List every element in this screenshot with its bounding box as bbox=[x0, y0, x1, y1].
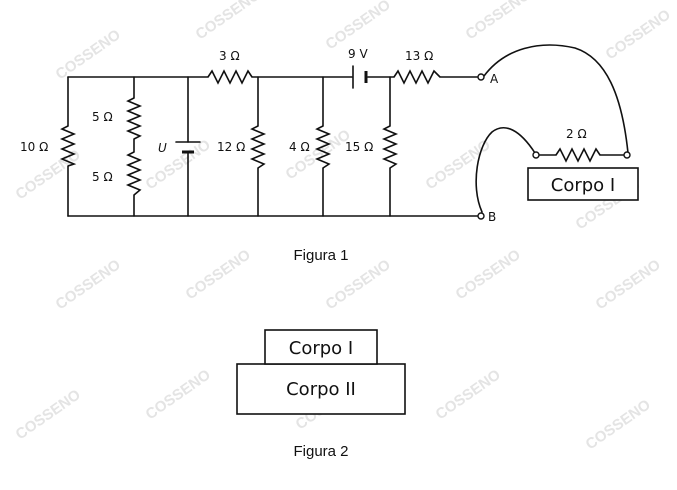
corpo-i-label-fig2: Corpo I bbox=[289, 338, 353, 359]
resistor-2-ohm bbox=[555, 147, 601, 163]
watermark-text: COSSENO bbox=[583, 396, 654, 453]
resistor-15-ohm bbox=[381, 125, 399, 169]
watermark-text: COSSENO bbox=[53, 26, 124, 83]
resistor-5-ohm-bottom bbox=[125, 151, 143, 196]
watermark-text: COSSENO bbox=[283, 126, 354, 183]
label-terminal-b: B bbox=[488, 210, 496, 224]
resistor-2-ohm-right-node bbox=[623, 151, 631, 159]
label-u: U bbox=[158, 141, 167, 155]
label-4-ohm: 4 Ω bbox=[289, 140, 310, 154]
label-15-ohm: 15 Ω bbox=[345, 140, 373, 154]
watermark-text: COSSENO bbox=[323, 256, 394, 313]
resistor-4-ohm bbox=[314, 125, 332, 169]
watermark-text: COSSENO bbox=[463, 0, 534, 43]
watermark-text: COSSENO bbox=[143, 366, 214, 423]
resistor-10-ohm bbox=[59, 125, 77, 167]
label-5-ohm-bottom: 5 Ω bbox=[92, 170, 113, 184]
watermark-text: COSSENO bbox=[193, 0, 264, 43]
label-10-ohm: 10 Ω bbox=[20, 140, 48, 154]
watermark-text: COSSENO bbox=[433, 366, 504, 423]
watermark-text: COSSENO bbox=[183, 246, 254, 303]
battery-u-symbol bbox=[175, 141, 201, 154]
corpo-i-label-fig1: Corpo I bbox=[551, 175, 615, 196]
label-2-ohm: 2 Ω bbox=[566, 127, 587, 141]
circuit-wires bbox=[67, 44, 629, 217]
resistor-13-ohm bbox=[393, 69, 441, 85]
figure-2-caption: Figura 2 bbox=[293, 443, 348, 460]
resistor-12-ohm bbox=[249, 125, 267, 169]
terminal-b-node bbox=[477, 212, 485, 220]
battery-9v-symbol bbox=[352, 65, 368, 89]
watermark-text: COSSENO bbox=[143, 136, 214, 193]
resistor-5-ohm-top bbox=[125, 97, 143, 140]
corpo-ii-box bbox=[236, 363, 406, 415]
corpo-ii-label: Corpo II bbox=[286, 379, 356, 400]
resistor-2-ohm-left-node bbox=[532, 151, 540, 159]
watermark-text: COSSENO bbox=[603, 6, 674, 63]
figure-1-caption: Figura 1 bbox=[293, 247, 348, 264]
label-9v: 9 V bbox=[348, 47, 368, 61]
watermark-text: COSSENO bbox=[53, 256, 124, 313]
corpo-i-box-fig2 bbox=[264, 329, 378, 365]
label-terminal-a: A bbox=[490, 72, 499, 86]
label-12-ohm: 12 Ω bbox=[217, 140, 245, 154]
label-13-ohm: 13 Ω bbox=[405, 49, 433, 63]
watermark-text: COSSENO bbox=[323, 0, 394, 53]
terminal-a-node bbox=[477, 73, 485, 81]
watermark-text: COSSENO bbox=[453, 246, 524, 303]
resistor-3-ohm bbox=[207, 69, 253, 85]
label-5-ohm-top: 5 Ω bbox=[92, 110, 113, 124]
corpo-i-box-fig1 bbox=[527, 167, 639, 201]
watermark-text: COSSENO bbox=[13, 386, 84, 443]
watermark-text: COSSENO bbox=[593, 256, 664, 313]
label-3-ohm: 3 Ω bbox=[219, 49, 240, 63]
